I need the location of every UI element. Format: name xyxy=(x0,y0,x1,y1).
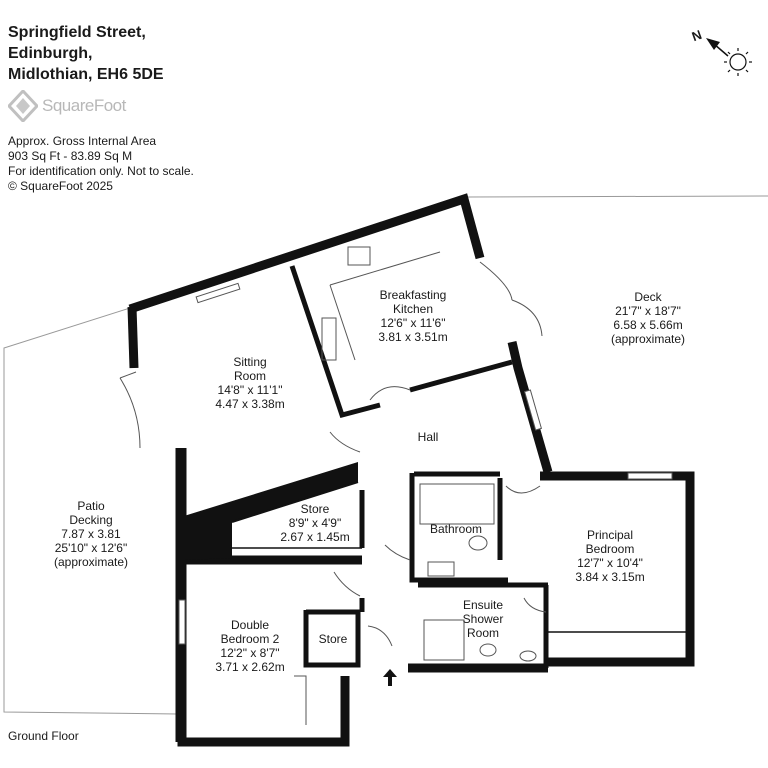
room-name: Principal xyxy=(586,528,634,542)
room-dimensions-metric: 7.87 x 3.81 xyxy=(61,527,121,541)
brand-name: SquareFoot xyxy=(42,96,126,115)
room-name: Hall xyxy=(417,430,439,444)
room-name: Breakfasting xyxy=(379,288,447,302)
bathroom-fittings xyxy=(419,483,537,662)
room-bathroom: Bathroom xyxy=(420,522,492,536)
property-address: Springfield Street, Edinburgh, Midlothia… xyxy=(8,22,164,85)
room-name: Double xyxy=(230,618,270,632)
squarefoot-diamond-logo-icon xyxy=(8,90,38,122)
area-info-line-1: Approx. Gross Internal Area xyxy=(8,134,157,148)
room-ensuite-shower-room: Ensuite Shower Room xyxy=(452,598,514,640)
room-name: Store xyxy=(300,502,330,516)
room-sitting-room: Sitting Room 14'8" x 11'1" 4.47 x 3.38m xyxy=(200,355,300,411)
compass: N xyxy=(688,26,760,86)
room-name: Patio xyxy=(77,499,105,513)
room-dimensions-imperial: 8'9" x 4'9" xyxy=(288,516,342,530)
room-note: (approximate) xyxy=(53,555,129,569)
room-name: Room xyxy=(233,369,266,383)
exterior-walls xyxy=(127,193,695,747)
room-dimensions-metric: 3.81 x 3.51m xyxy=(378,330,448,344)
room-dimensions-metric: 3.84 x 3.15m xyxy=(575,570,645,584)
room-name: Ensuite xyxy=(462,598,504,612)
address-line-2: Edinburgh, xyxy=(8,45,93,62)
room-store-small: Store xyxy=(310,632,356,646)
interior-walls xyxy=(175,265,549,742)
windows xyxy=(178,282,673,645)
entrance-arrow-icon xyxy=(383,669,397,686)
room-dimensions-imperial: 12'2" x 8'7" xyxy=(220,646,280,660)
door-swings xyxy=(119,261,547,725)
area-info-line-3: For identification only. Not to scale. xyxy=(8,164,194,178)
room-name: Kitchen xyxy=(392,302,434,316)
room-name: Bedroom 2 xyxy=(220,632,280,646)
room-hall: Hall xyxy=(406,430,450,444)
area-info: Approx. Gross Internal Area 903 Sq Ft - … xyxy=(8,134,194,194)
room-name: Store xyxy=(318,632,348,646)
area-patio-decking: Patio Decking 7.87 x 3.81 25'10" x 12'6"… xyxy=(40,499,142,569)
room-note: (approximate) xyxy=(610,332,686,346)
room-name: Deck xyxy=(634,290,662,304)
address-line-3: Midlothian, EH6 5DE xyxy=(8,66,164,83)
area-info-line-2: 903 Sq Ft - 83.89 Sq M xyxy=(8,149,133,163)
area-deck: Deck 21'7" x 18'7" 6.58 x 5.66m (approxi… xyxy=(598,290,698,346)
room-double-bedroom-2: Double Bedroom 2 12'2" x 8'7" 3.71 x 2.6… xyxy=(200,618,300,674)
room-name: Sitting xyxy=(233,355,267,369)
squarefoot-logo: SquareFoot xyxy=(8,90,158,126)
patio-outline xyxy=(3,307,179,715)
room-store: Store 8'9" x 4'9" 2.67 x 1.45m xyxy=(270,502,360,544)
north-arrow-sun-icon xyxy=(706,38,752,76)
floor-label: Ground Floor xyxy=(8,729,79,743)
room-breakfasting-kitchen: Breakfasting Kitchen 12'6" x 11'6" 3.81 … xyxy=(368,288,458,344)
room-name: Shower xyxy=(462,612,504,626)
room-dimensions-metric: 4.47 x 3.38m xyxy=(215,397,285,411)
address-line-1: Springfield Street, xyxy=(8,24,146,41)
kitchen-fittings xyxy=(321,246,441,361)
store-wedge-wall xyxy=(184,462,358,560)
room-principal-bedroom: Principal Bedroom 12'7" x 10'4" 3.84 x 3… xyxy=(560,528,660,584)
room-name: Decking xyxy=(69,513,113,527)
room-name: Bedroom xyxy=(585,542,635,556)
area-info-line-4: © SquareFoot 2025 xyxy=(8,179,113,193)
entrance-marker xyxy=(382,667,398,687)
room-dimensions-metric: 2.67 x 1.45m xyxy=(280,530,350,544)
room-name: Room xyxy=(466,626,499,640)
deck-outline xyxy=(465,195,768,198)
room-dimensions-imperial: 21'7" x 18'7" xyxy=(615,304,681,318)
room-dimensions-imperial: 25'10" x 12'6" xyxy=(54,541,128,555)
room-name: Bathroom xyxy=(429,522,483,536)
room-dimensions-imperial: 12'7" x 10'4" xyxy=(577,556,643,570)
room-dimensions-imperial: 12'6" x 11'6" xyxy=(380,316,446,330)
room-dimensions-metric: 3.71 x 2.62m xyxy=(215,660,285,674)
room-dimensions-imperial: 14'8" x 11'1" xyxy=(217,383,283,397)
room-dimensions-metric: 6.58 x 5.66m xyxy=(613,318,683,332)
